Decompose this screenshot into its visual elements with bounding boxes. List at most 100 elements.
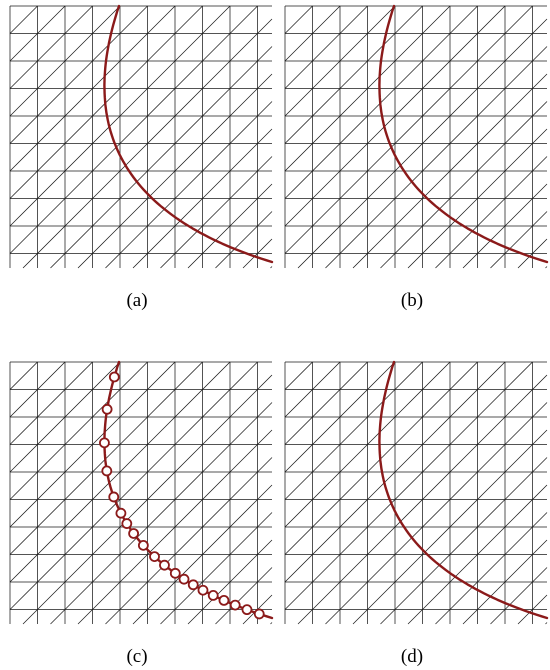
mesh-grid <box>9 361 273 625</box>
mesh-edge <box>517 594 548 625</box>
mesh-edge <box>284 5 396 117</box>
curve-sample-point <box>128 528 140 539</box>
curve-sample-point <box>218 594 230 606</box>
mesh-edge <box>105 457 273 625</box>
mesh-edge <box>9 5 121 117</box>
mesh-edge <box>297 18 548 269</box>
mesh-edge <box>215 211 273 269</box>
mesh-edge <box>284 361 506 583</box>
mesh-edge <box>352 73 548 269</box>
boundary-curve <box>378 4 549 264</box>
curve-sample-point <box>121 518 133 529</box>
mesh-edge <box>9 5 93 89</box>
mesh-edge <box>517 238 548 269</box>
mesh-edge <box>407 484 548 625</box>
mesh-edge <box>242 238 273 269</box>
mesh-edge <box>284 5 533 254</box>
mesh-edge <box>105 101 273 269</box>
mesh-grid <box>284 361 548 625</box>
mesh-edge <box>284 361 533 610</box>
mesh-edge <box>215 567 273 625</box>
curve-sample-point <box>187 579 199 591</box>
mesh-edge <box>9 5 66 62</box>
curve-sample-point <box>101 465 113 477</box>
panel-c: (c) <box>9 360 274 667</box>
mesh-edge <box>284 5 341 62</box>
mesh-edge <box>284 361 341 418</box>
curve-sample-point <box>197 584 209 596</box>
mesh-edge-modified <box>388 381 395 417</box>
mesh-edge <box>187 539 273 625</box>
curve-sample-point <box>241 604 253 616</box>
mesh-edge <box>9 361 148 500</box>
curve-sample-points <box>99 371 265 620</box>
mesh-edge <box>352 429 548 625</box>
curve-sample-point <box>137 539 149 551</box>
mesh-edge <box>435 156 548 269</box>
mesh-edge <box>9 5 176 172</box>
curve-sample-point <box>115 507 127 519</box>
mesh-edge <box>284 5 451 172</box>
mesh-edge <box>325 402 548 625</box>
mesh-edge <box>77 429 273 625</box>
curve-path <box>378 4 549 264</box>
curve-sample-point <box>108 491 120 503</box>
panel-caption-d: (d) <box>401 646 423 667</box>
mesh-edge-modified <box>414 171 450 185</box>
curve-path <box>378 360 549 620</box>
mesh-edge <box>9 361 66 418</box>
mesh-edge <box>50 46 273 269</box>
curve-sample-point <box>253 608 265 620</box>
mesh-edge <box>325 46 548 269</box>
mesh-edge <box>284 361 396 473</box>
mesh-edge <box>50 402 273 625</box>
mesh-edge <box>284 5 423 144</box>
mesh-edge <box>284 5 506 227</box>
curve-sample-point <box>101 403 113 415</box>
mesh-edge <box>407 128 548 269</box>
mesh-edge <box>297 374 548 625</box>
mesh-edge <box>284 5 368 89</box>
mesh-edge <box>462 183 548 269</box>
curve-path <box>103 4 274 264</box>
mesh-grid <box>9 5 273 269</box>
mesh-edge <box>490 211 548 269</box>
mesh-edge <box>160 156 273 269</box>
mesh-edge-modified <box>533 259 539 268</box>
boundary-curve <box>103 4 274 264</box>
mesh-edge-modified <box>390 17 395 33</box>
curve-sample-point <box>159 559 170 571</box>
mesh-edge <box>22 374 273 625</box>
curve-sample-point <box>207 590 219 601</box>
mesh-edge <box>9 5 231 227</box>
mesh-edge <box>270 622 273 625</box>
mesh-edge <box>9 5 148 144</box>
curve-sample-point <box>99 437 110 449</box>
mesh-edge <box>132 484 273 625</box>
mesh-grid <box>284 5 548 269</box>
mesh-edge <box>22 18 273 269</box>
curve-sample-point <box>108 371 120 383</box>
panel-caption-b: (b) <box>401 290 423 311</box>
mesh-edge <box>284 361 313 390</box>
mesh-edge <box>77 73 273 269</box>
mesh-edge <box>380 457 548 625</box>
mesh-edge <box>9 5 258 254</box>
mesh-edge <box>9 361 176 528</box>
mesh-edge <box>187 183 273 269</box>
mesh-edge <box>132 128 273 269</box>
mesh-edges-modified <box>390 17 538 268</box>
curve-sample-point <box>169 567 181 579</box>
mesh-edge <box>435 512 548 625</box>
mesh-edge <box>284 361 423 500</box>
mesh-edge <box>9 361 93 445</box>
mesh-edge <box>9 361 38 390</box>
mesh-edge <box>284 361 451 528</box>
panel-caption-c: (c) <box>126 646 147 667</box>
mesh-edge <box>284 5 313 34</box>
panel-b: (b) <box>284 4 549 311</box>
panel-caption-a: (a) <box>126 290 147 311</box>
mesh-edge <box>9 361 121 473</box>
mesh-edge <box>284 361 368 445</box>
curve-sample-point <box>149 551 160 563</box>
